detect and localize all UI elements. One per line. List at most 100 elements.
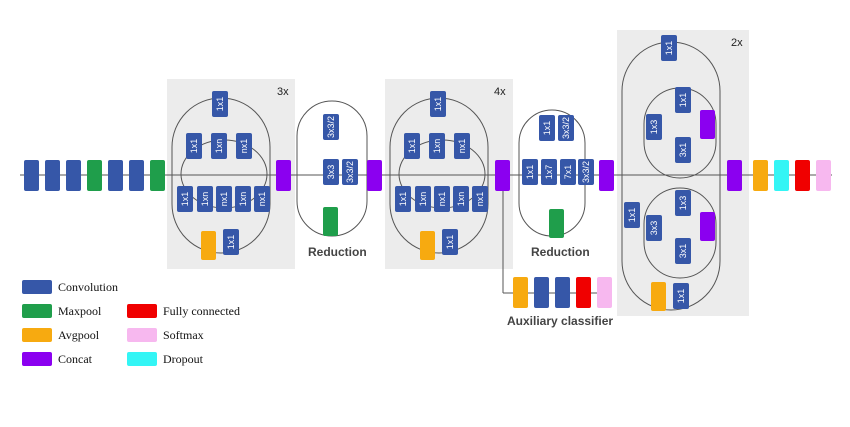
reduction-2-maxpool-block [549, 209, 564, 238]
module-c-layer: 1x3 [675, 190, 691, 216]
module-c-repeat: 2x [731, 37, 743, 49]
legend-label: Concat [58, 352, 93, 366]
module-c-lower-path [643, 187, 717, 279]
head-fully-connected-block [795, 160, 810, 191]
module-c-upper-concat-block [700, 110, 715, 139]
module-a-layer: 1x1 [223, 229, 239, 255]
head-softmax-block [816, 160, 831, 191]
legend-item-dropout: Dropout [127, 352, 204, 366]
module-a-layer: 1x1 [212, 91, 228, 117]
reduction-2-concat-block [599, 160, 614, 191]
module-c-layer-label: 1x1 [627, 208, 637, 223]
module-a-avgpool-block [201, 231, 216, 260]
stem-maxpool-block [150, 160, 165, 191]
module-a-layer-shape [254, 186, 270, 212]
module-b-avgpool-block [420, 231, 435, 260]
module-b-layer-shape [442, 229, 458, 255]
module-c-layer-label: 1x1 [664, 41, 674, 56]
reduction-1-layer-label: 3x3/2 [345, 161, 355, 183]
module-c-layer-shape [646, 114, 662, 140]
module-a-layer: nx1 [216, 186, 232, 212]
module-b-layer-label: nx1 [437, 192, 447, 207]
legend-label: Dropout [163, 352, 204, 366]
module-c-layer: 1x1 [624, 202, 640, 228]
module-b-layer-shape [415, 186, 431, 212]
stem-convolution-block [24, 160, 39, 191]
module-c-layer-shape [675, 238, 691, 264]
legend-item-fully-connected: Fully connected [127, 304, 240, 318]
legend-swatch [22, 328, 52, 342]
legend-item-concat: Concat [22, 352, 93, 366]
legend-label: Convolution [58, 280, 118, 294]
stem-convolution-block [108, 160, 123, 191]
module-b-layer-label: 1x1 [407, 139, 417, 154]
reduction-1-layer: 3x3/2 [342, 159, 358, 185]
module-b-layer-shape [404, 133, 420, 159]
module-b-layer: 1xn [415, 186, 431, 212]
module-c-concat-block [727, 160, 742, 191]
module-a-layer: 1xn [211, 133, 227, 159]
module-a-repeat: 3x [277, 86, 289, 98]
stem-convolution-block [45, 160, 60, 191]
reduction-2-layer: 7x1 [560, 159, 576, 185]
module-b-layer: nx1 [472, 186, 488, 212]
module-b-concat-block [495, 160, 510, 191]
module-a-layer-shape [236, 133, 252, 159]
reduction-2-layer-shape [558, 115, 574, 141]
legend-swatch [127, 328, 157, 342]
module-b-layer-label: 1xn [432, 139, 442, 154]
aux-convolution-block [534, 277, 549, 308]
module-b-layer: 1xn [453, 186, 469, 212]
module-b-layer-shape [454, 133, 470, 159]
legend-label: Fully connected [163, 304, 240, 318]
aux-convolution-block [555, 277, 570, 308]
reduction-1-layer-label: 3x3/2 [326, 116, 336, 138]
module-b-layer-shape [395, 186, 411, 212]
reduction-1-layer-shape [323, 114, 339, 140]
module-c-layer-shape [675, 190, 691, 216]
reduction-2-layer: 3x3/2 [558, 115, 574, 141]
aux-classifier-caption: Auxiliary classifier [507, 314, 613, 328]
aux-fully-connected-block [576, 277, 591, 308]
reduction-2-layer-label: 7x1 [563, 165, 573, 180]
reduction-2-caption: Reduction [531, 245, 590, 259]
module-c-layer: 1x1 [675, 87, 691, 113]
module-c-layer: 1x1 [673, 283, 689, 309]
module-b-layer: 1xn [429, 133, 445, 159]
module-c-layer-shape [646, 215, 662, 241]
reduction-1-caption: Reduction [308, 245, 367, 259]
head-dropout-block [774, 160, 789, 191]
legend-swatch [22, 280, 52, 294]
stem-convolution-block [129, 160, 144, 191]
legend-swatch [127, 304, 157, 318]
module-a-layer-label: 1x1 [180, 192, 190, 207]
legend-label: Maxpool [58, 304, 102, 318]
module-a-layer-label: 1x1 [189, 139, 199, 154]
module-c-layer-shape [673, 283, 689, 309]
reduction-2-layer-shape [541, 159, 557, 185]
module-a-layer-label: nx1 [239, 139, 249, 154]
reduction-1-layer-shape [342, 159, 358, 185]
module-c-layer-label: 1x1 [676, 289, 686, 304]
reduction-2-layer-label: 1x1 [542, 121, 552, 136]
legend-label: Softmax [163, 328, 204, 342]
module-b-layer: nx1 [454, 133, 470, 159]
module-a-layer-label: nx1 [257, 192, 267, 207]
module-b-layer: 1x1 [404, 133, 420, 159]
stem-maxpool-block [87, 160, 102, 191]
module-c-layer-label: 3x1 [678, 244, 688, 259]
reduction-1-maxpool-block [323, 207, 338, 236]
reduction-1-layer: 3x3 [323, 159, 339, 185]
reduction-2-layer-shape [560, 159, 576, 185]
reduction-2-layer-label: 3x3/2 [561, 117, 571, 139]
reduction-2-layer: 1x1 [539, 115, 555, 141]
reduction-2-layer: 1x1 [522, 159, 538, 185]
module-a-layer-shape [197, 186, 213, 212]
module-b-layer: 1x1 [430, 91, 446, 117]
reduction-1-layer: 3x3/2 [323, 114, 339, 140]
reduction-2-layer: 3x3/2 [578, 159, 594, 185]
legend-swatch [127, 352, 157, 366]
module-a-layer-label: 1xn [214, 139, 224, 154]
